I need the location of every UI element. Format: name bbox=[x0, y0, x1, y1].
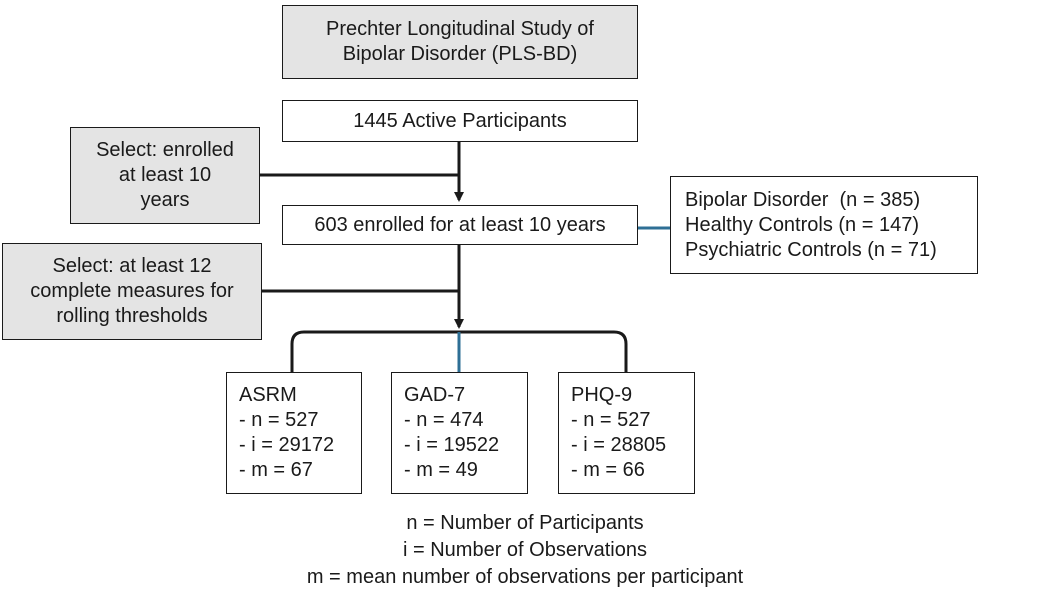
measure-box-asrm: ASRM - n = 527 - i = 29172 - m = 67 bbox=[226, 372, 362, 494]
measure-title: PHQ-9 bbox=[571, 384, 633, 406]
select-enrolled-box: Select: enrolled at least 10 years bbox=[70, 127, 260, 224]
group-bipolar: Bipolar Disorder (n = 385) bbox=[685, 188, 921, 211]
measure-title: ASRM bbox=[239, 384, 297, 406]
select-measures-box: Select: at least 12 complete measures fo… bbox=[2, 243, 262, 340]
measure-m: - m = 49 bbox=[404, 459, 478, 481]
measure-m: - m = 66 bbox=[571, 459, 645, 481]
select-enrolled-line-2: at least 10 bbox=[118, 164, 212, 186]
study-title-line-1: Prechter Longitudinal Study of bbox=[326, 18, 594, 40]
measure-box-gad7: GAD-7 - n = 474 - i = 19522 - m = 49 bbox=[391, 372, 528, 494]
select-enrolled-line-1: Select: enrolled bbox=[96, 139, 234, 161]
study-title-line-2: Bipolar Disorder (PLS-BD) bbox=[342, 43, 578, 65]
measure-n: - n = 527 bbox=[571, 409, 651, 431]
select-measures-line-2: complete measures for bbox=[30, 280, 234, 302]
measure-i: - i = 19522 bbox=[404, 434, 500, 456]
enrolled-label: 603 enrolled for at least 10 years bbox=[314, 213, 606, 236]
active-participants-box: 1445 Active Participants bbox=[282, 100, 638, 142]
select-enrolled-line-3: years bbox=[140, 189, 190, 211]
measure-m: - m = 67 bbox=[239, 459, 313, 481]
diagnostic-groups-box: Bipolar Disorder (n = 385) Healthy Contr… bbox=[670, 176, 978, 274]
study-title-box: Prechter Longitudinal Study of Bipolar D… bbox=[282, 5, 638, 79]
enrolled-box: 603 enrolled for at least 10 years bbox=[282, 205, 638, 245]
measure-i: - i = 29172 bbox=[239, 434, 335, 456]
group-healthy-controls: Healthy Controls (n = 147) bbox=[685, 213, 920, 236]
active-participants-label: 1445 Active Participants bbox=[353, 109, 567, 132]
measure-title: GAD-7 bbox=[404, 384, 466, 406]
legend-i: i = Number of Observations bbox=[403, 539, 647, 561]
select-measures-line-1: Select: at least 12 bbox=[52, 255, 212, 277]
select-measures-line-3: rolling thresholds bbox=[56, 305, 208, 327]
measure-i: - i = 28805 bbox=[571, 434, 667, 456]
measure-box-phq9: PHQ-9 - n = 527 - i = 28805 - m = 66 bbox=[558, 372, 695, 494]
legend-m: m = mean number of observations per part… bbox=[306, 566, 744, 588]
legend-n: n = Number of Participants bbox=[406, 512, 644, 534]
group-psychiatric-controls: Psychiatric Controls (n = 71) bbox=[685, 238, 937, 261]
measure-n: - n = 474 bbox=[404, 409, 484, 431]
measure-n: - n = 527 bbox=[239, 409, 319, 431]
